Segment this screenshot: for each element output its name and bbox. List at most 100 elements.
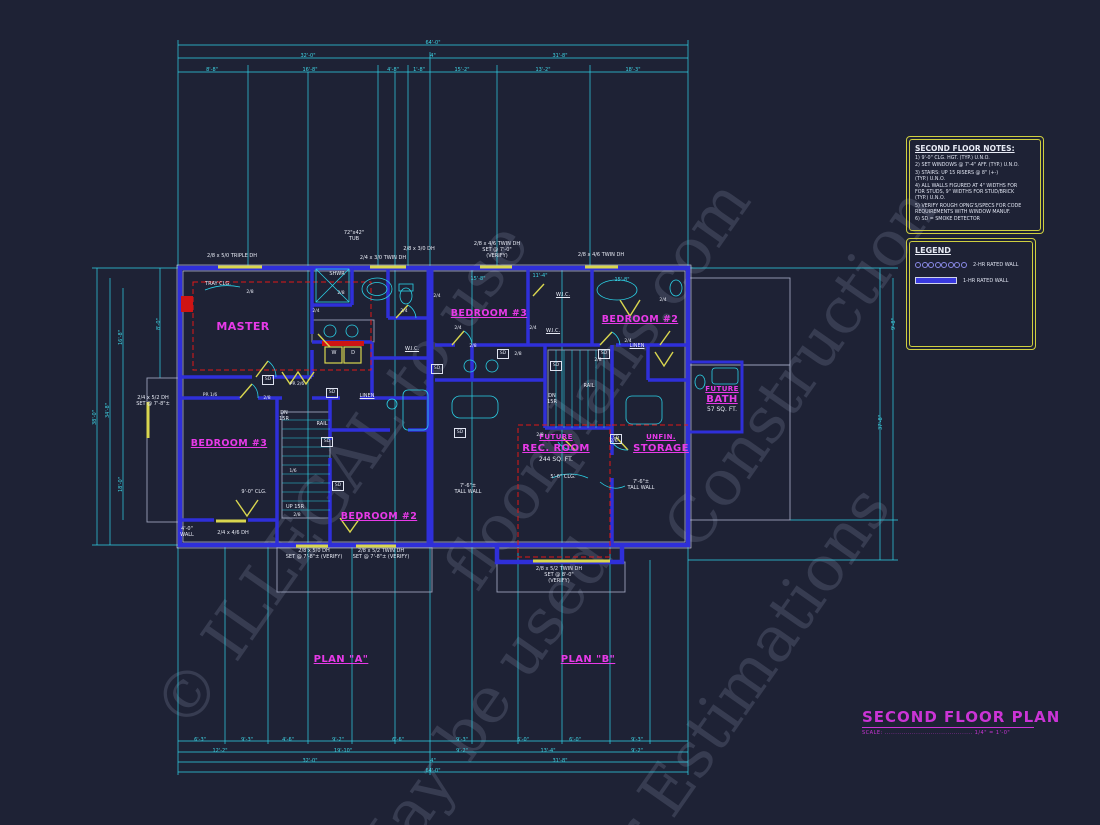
room-label: BEDROOM #2 (601, 314, 679, 325)
annotation-label: LINEN (629, 343, 645, 349)
smoke-detector-tag: SD (326, 388, 338, 398)
room-label: PLAN "B" (560, 654, 616, 665)
annotation-label: RAIL (316, 421, 328, 427)
dimension-label: 4'-6" (282, 737, 294, 743)
annotation-label: DN 15R (279, 410, 289, 422)
sheet-scale: SCALE: .................................… (862, 730, 1011, 736)
smoke-detector-tag: SD (598, 349, 610, 359)
dimension-label: 9'-3" (631, 737, 643, 743)
dimension-label: 11'-4" (532, 273, 548, 279)
note-line: 3) STAIRS: UP 15 RISERS @ 8" (+-) (TYP.)… (915, 170, 999, 182)
dimension-label: 19'-10" (333, 748, 353, 754)
annotation-label: 2/8 x 5/2 TWIN DH SET @ 7'-8"± (VERIFY) (352, 548, 410, 560)
smoke-detector-tag: SD (610, 434, 622, 444)
legend-label: 1-HR RATED WALL (963, 277, 1009, 284)
dimension-label: 34'-8" (105, 402, 111, 418)
annotation-label: 2/8 x 5/2 TWIN DH SET @ 8'-0" (VERIFY) (535, 566, 583, 584)
annotation-label: 244 SQ. FT. (539, 456, 573, 463)
note-line: 1) 9'-0" CLG. HGT. (TYP.) U.N.O. (915, 156, 990, 161)
dimension-label: 18'-3" (625, 67, 641, 73)
dimension-label: 1'-8" (413, 67, 425, 73)
annotation-label: DN 15R (547, 393, 557, 405)
dimension-label: 4" (430, 53, 436, 59)
door-size-tag: 2/4 (400, 309, 408, 314)
dimension-label: 32'-0" (300, 53, 316, 59)
room-label: BATH (706, 394, 738, 405)
dimension-label: 9'-2" (332, 737, 344, 743)
annotation-label: D (351, 350, 355, 356)
room-label: BEDROOM #3 (190, 438, 268, 449)
dimension-label: 31'-8" (552, 53, 568, 59)
room-label: UNFIN. (646, 433, 676, 441)
annotation-label: W.I.C. (555, 292, 571, 298)
dimension-label: 37'-8" (878, 414, 884, 430)
dimension-label: 9'-3" (241, 737, 253, 743)
notes-title: SECOND FLOOR NOTES: (915, 144, 1015, 153)
dimension-label: 64'-0" (425, 768, 441, 774)
annotation-label: RAIL (583, 383, 595, 389)
door-size-tag: 2/4 (624, 339, 632, 344)
legend-row-2hr: 2-HR RATED WALL (915, 262, 1027, 268)
annotation-label: 7'-6"± TALL WALL (627, 479, 655, 491)
dimension-label: 32'-0" (302, 758, 318, 764)
door-size-tag: 2/4 (433, 294, 441, 299)
dimension-label: 9'-8" (891, 318, 897, 330)
annotation-label: 2/4 x 3/0 TWIN DH (359, 255, 407, 261)
room-label: BEDROOM #2 (340, 511, 418, 522)
annotation-label: 2/8 x 4/6 TWIN DH (577, 252, 625, 258)
notes-list: 1) 9'-0" CLG. HGT. (TYP.) U.N.O. 2) SET W… (915, 156, 1035, 223)
dimension-label: 64'-0" (425, 40, 441, 46)
annotation-label: W.I.C. (404, 346, 420, 352)
dimension-label: 6'-6" (392, 737, 404, 743)
annotation-label: 5'-6" CLG. (550, 474, 576, 480)
dimension-label: 18'-0" (118, 476, 124, 492)
annotation-label: 2/4 x 5/2 DH SET @ 7'-8"± (136, 395, 170, 407)
annotation-label: W (331, 350, 337, 356)
two-hr-wall-symbol (915, 262, 967, 268)
dimension-label: 38'-0" (92, 409, 98, 425)
legend-row-1hr: 1-HR RATED WALL (915, 277, 1027, 284)
dimension-label: 6'-0" (569, 737, 581, 743)
door-size-tag: 2/4 (529, 326, 537, 331)
door-size-tag: 2/8 (594, 358, 602, 363)
note-line: 2) SET WINDOWS @ 7'-4" AFF. (TYP.) U.N.O… (915, 163, 1019, 169)
room-label: FUTURE (705, 385, 739, 393)
room-label: MASTER (216, 320, 270, 333)
smoke-detector-tag: SD (332, 481, 344, 491)
smoke-detector-tag: SD (431, 364, 443, 374)
annotation-label: 72"x42" TUB (343, 230, 365, 242)
annotation-label: LINEN (359, 393, 375, 399)
door-size-tag: 2/4 (454, 326, 462, 331)
dimension-label: 13'-2" (535, 67, 551, 73)
annotation-label: 2/8 x 5/0 TRIPLE DH (207, 253, 257, 259)
door-size-tag: 2/8 (514, 352, 522, 357)
annotation-label: 7'-6"± TALL WALL (454, 483, 482, 495)
annotation-label: 2/8 x 3/0 DH (403, 246, 435, 252)
legend-label: 2-HR RATED WALL (973, 262, 1019, 268)
second-floor-notes-box: SECOND FLOOR NOTES: 1) 9'-0" CLG. HGT. (… (906, 136, 1044, 234)
door-size-tag: PR 1/6 (202, 393, 218, 398)
door-size-tag: 2/4 (312, 309, 320, 314)
dimension-label: 8'-8" (206, 67, 218, 73)
room-label: FUTURE (539, 433, 573, 441)
smoke-detector-tag: SD (497, 349, 509, 359)
room-label: STORAGE (633, 443, 689, 454)
room-label: REC. ROOM (522, 443, 590, 454)
annotation-label: W.I.C. (545, 328, 561, 334)
dimension-label: 9'-2" (456, 748, 468, 754)
legend-title: LEGEND (915, 246, 951, 255)
door-size-tag: 2/8 (293, 513, 301, 518)
dimension-label: 15'-8" (614, 277, 630, 283)
door-size-tag: 2/8 (263, 396, 271, 401)
annotation-label: 57 SQ. FT. (706, 406, 738, 413)
dimension-label: 9'-3" (456, 737, 468, 743)
smoke-detector-tag: SD (321, 437, 333, 447)
annotation-label: 2/8 x 5/0 DH SET @ 7'-8"± (VERIFY) (285, 548, 343, 560)
dimension-label: 16'-8" (302, 67, 318, 73)
dimension-label: 13'-4" (540, 748, 556, 754)
smoke-detector-tag: SD (550, 361, 562, 371)
smoke-detector-tag: SD (454, 428, 466, 438)
door-size-tag: 1/6 (289, 469, 297, 474)
